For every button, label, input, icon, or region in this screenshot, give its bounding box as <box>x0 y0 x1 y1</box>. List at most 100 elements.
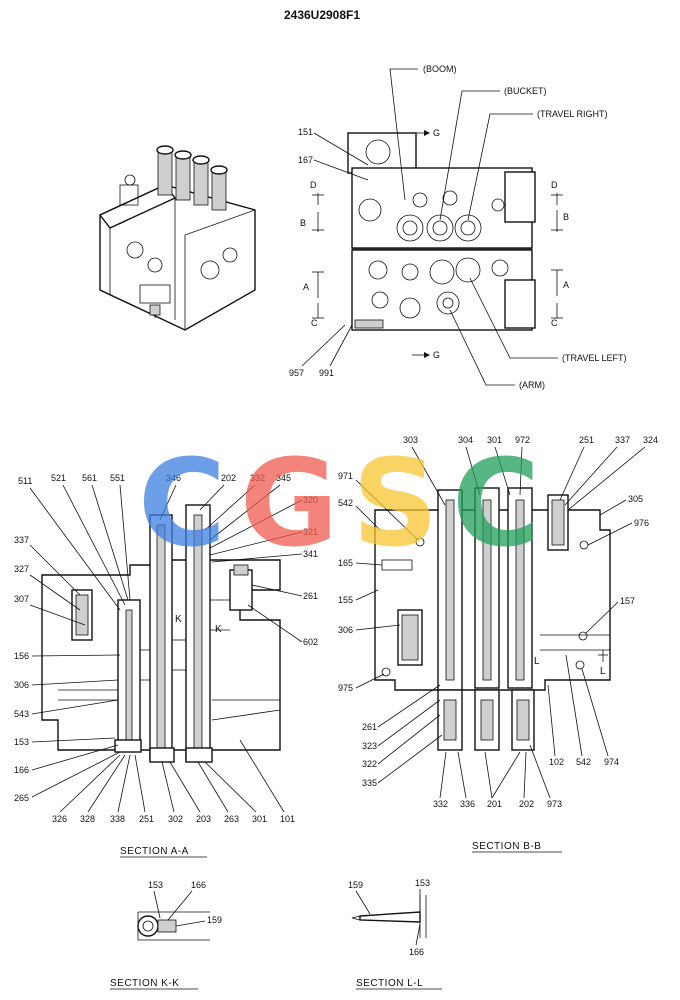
part-label-328: 328 <box>80 814 95 824</box>
part-label-203: 203 <box>196 814 211 824</box>
part-991: 991 <box>319 368 334 378</box>
part-label-251: 251 <box>579 435 594 445</box>
part-label-304: 304 <box>458 435 473 445</box>
part-label-332: 332 <box>250 473 265 483</box>
part-label-337: 337 <box>615 435 630 445</box>
watermark-letter-c2: C <box>452 435 540 574</box>
part-label-166: 166 <box>191 880 206 890</box>
part-label-G: G <box>433 350 440 360</box>
part-label-166: 166 <box>14 765 29 775</box>
part-label-337: 337 <box>14 535 29 545</box>
label-bucket: (BUCKET) <box>504 86 547 96</box>
part-label-C: C <box>311 318 318 328</box>
part-label-305: 305 <box>628 494 643 504</box>
view-marker-c-left: C <box>311 303 324 328</box>
part-label-543: 543 <box>14 709 29 719</box>
part-label-320: 320 <box>303 495 318 505</box>
view-marker-d-right: D <box>551 180 563 205</box>
label-travel-left: (TRAVEL LEFT) <box>562 353 627 363</box>
part-label-324: 324 <box>643 435 658 445</box>
section-k-k-caption: SECTION K-K <box>110 978 179 989</box>
part-label-974: 974 <box>604 757 619 767</box>
label-boom: (BOOM) <box>423 64 457 74</box>
view-marker-g-top: G <box>412 128 440 138</box>
part-label-332: 332 <box>433 799 448 809</box>
section-l-l-caption: SECTION L-L <box>356 978 423 989</box>
section-k-k: 153 166 159 SECTION K-K <box>110 880 222 990</box>
part-label-263: 263 <box>224 814 239 824</box>
part-167: 167 <box>298 155 313 165</box>
part-151: 151 <box>298 127 313 137</box>
cgsc-watermark-logo: C G S C <box>138 435 540 574</box>
part-label-976: 976 <box>634 518 649 528</box>
part-label-323: 323 <box>362 741 377 751</box>
port-l-1: L <box>534 656 540 667</box>
part-label-B: B <box>300 218 306 228</box>
port-k-2: K <box>215 624 222 635</box>
part-label-338: 338 <box>110 814 125 824</box>
section-a-a-caption: SECTION A-A <box>120 846 189 857</box>
label-travel-right: (TRAVEL RIGHT) <box>537 109 608 119</box>
port-l-2: L <box>600 666 606 677</box>
view-marker-b-left: B <box>300 212 324 232</box>
part-label-307: 307 <box>14 594 29 604</box>
part-label-302: 302 <box>168 814 183 824</box>
part-label-321: 321 <box>303 527 318 537</box>
part-label-153: 153 <box>148 880 163 890</box>
top-view: G G D D B B A <box>289 64 627 390</box>
part-label-B: B <box>563 212 569 222</box>
part-label-261: 261 <box>303 591 318 601</box>
section-a-a: K K 511 521 561 551 346 202 332 345 320 … <box>14 473 318 858</box>
part-label-345: 345 <box>276 473 291 483</box>
view-marker-a-right: A <box>551 269 569 296</box>
view-marker-a-left: A <box>303 271 324 298</box>
isometric-valve-view <box>98 145 256 331</box>
drawing-number: 2436U2908F1 <box>284 8 360 22</box>
part-label-159: 159 <box>207 915 222 925</box>
part-label-327: 327 <box>14 564 29 574</box>
part-label-153: 153 <box>415 878 430 888</box>
part-label-346: 346 <box>166 473 181 483</box>
section-l-l: 159 153 166 SECTION L-L <box>348 878 442 990</box>
section-b-b: L L 303 304 301 972 251 337 324 971 542 … <box>338 435 658 853</box>
part-957: 957 <box>289 368 304 378</box>
view-marker-g-bottom: G <box>412 350 440 360</box>
part-label-157: 157 <box>620 596 635 606</box>
part-label-C: C <box>551 318 558 328</box>
part-label-301: 301 <box>487 435 502 445</box>
part-label-202: 202 <box>519 799 534 809</box>
watermark-letter-g: G <box>240 435 339 574</box>
part-label-971: 971 <box>338 471 353 481</box>
part-label-A: A <box>303 282 309 292</box>
part-label-202: 202 <box>221 473 236 483</box>
part-label-972: 972 <box>515 435 530 445</box>
part-label-102: 102 <box>549 757 564 767</box>
part-label-542: 542 <box>576 757 591 767</box>
part-label-D: D <box>551 180 558 190</box>
part-label-159: 159 <box>348 880 363 890</box>
part-label-322: 322 <box>362 759 377 769</box>
view-marker-d-left: D <box>310 180 324 205</box>
section-b-b-caption: SECTION B-B <box>472 841 541 852</box>
part-label-D: D <box>310 180 317 190</box>
part-label-975: 975 <box>338 683 353 693</box>
part-label-A: A <box>563 280 569 290</box>
part-label-251: 251 <box>139 814 154 824</box>
part-label-303: 303 <box>403 435 418 445</box>
part-label-335: 335 <box>362 778 377 788</box>
part-label-265: 265 <box>14 793 29 803</box>
part-label-166: 166 <box>409 947 424 957</box>
part-label-511: 511 <box>18 476 32 486</box>
view-marker-c-right: C <box>551 303 563 328</box>
label-336: 336 <box>460 799 475 809</box>
part-label-101: 101 <box>280 814 295 824</box>
part-label-973: 973 <box>547 799 562 809</box>
part-label-602: 602 <box>303 637 318 647</box>
part-label-201: 201 <box>487 799 502 809</box>
part-label-301: 301 <box>252 814 267 824</box>
view-marker-b-right: B <box>551 210 569 232</box>
part-label-156: 156 <box>14 651 29 661</box>
part-label-165: 165 <box>338 558 353 568</box>
label-arm: (ARM) <box>519 380 545 390</box>
